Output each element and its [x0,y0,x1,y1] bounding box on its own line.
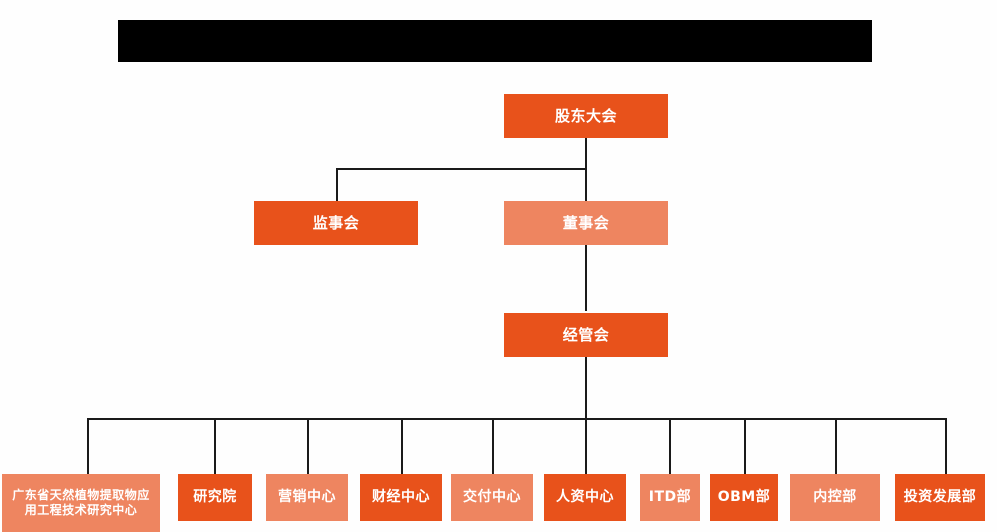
connector-shareholders-down [585,138,587,218]
node-internal-control-department[interactable]: 内控部 [790,474,880,521]
connector-drop-internal-control-department [835,418,837,474]
connector-drop-obm-department [744,418,746,474]
node-itd-department[interactable]: ITD部 [640,474,700,521]
connector-drop-delivery-center [492,418,494,474]
node-management-committee[interactable]: 经管会 [504,313,668,357]
connector-bus-horizontal [87,418,945,420]
connector-management-down [585,357,587,419]
node-board-of-directors[interactable]: 董事会 [504,201,668,245]
node-engineering-research-center[interactable]: 广东省天然植物提取物应用工程技术研究中心 [2,474,160,532]
node-supervisory-board[interactable]: 监事会 [254,201,418,245]
connector-drop-hr-center [585,418,587,474]
node-hr-center[interactable]: 人资中心 [544,474,626,521]
node-obm-department[interactable]: OBM部 [710,474,778,521]
connector-drop-engineering-research-center [87,418,89,474]
node-shareholders[interactable]: 股东大会 [504,94,668,138]
connector-supervisory-drop [336,168,338,201]
node-marketing-center[interactable]: 营销中心 [266,474,348,521]
node-investment-development-department[interactable]: 投资发展部 [895,474,985,521]
node-delivery-center[interactable]: 交付中心 [451,474,533,521]
connector-shareholders-to-supervisory [336,168,587,170]
node-finance-center[interactable]: 财经中心 [360,474,442,521]
connector-drop-finance-center [401,418,403,474]
title-bar-redacted [118,20,872,62]
node-research-institute[interactable]: 研究院 [178,474,252,521]
connector-drop-itd-department [669,418,671,474]
connector-drop-research-institute [214,418,216,474]
connector-drop-marketing-center [307,418,309,474]
connector-board-to-management [585,243,587,311]
connector-drop-investment-development-department [945,418,947,474]
